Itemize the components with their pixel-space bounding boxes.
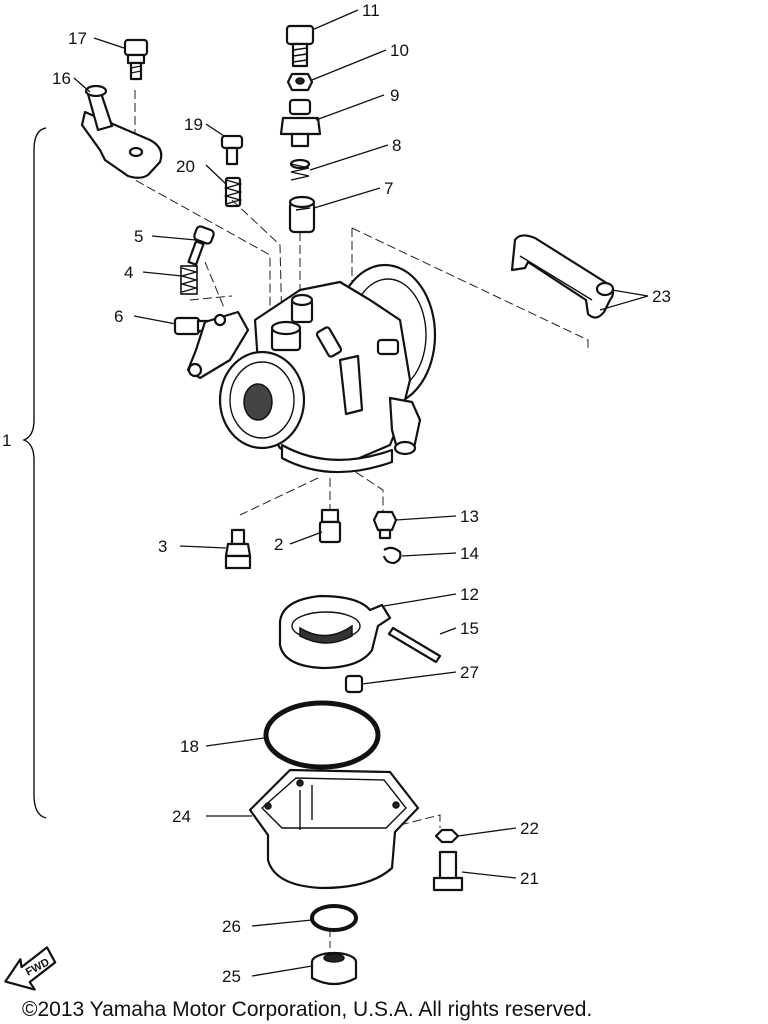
- label-part-14: 14: [460, 544, 479, 563]
- part-2-jet: [318, 508, 342, 544]
- label-part-6: 6: [114, 307, 123, 326]
- label-part-19: 19: [184, 115, 203, 134]
- label-part-26: 26: [222, 917, 241, 936]
- label-part-24: 24: [172, 807, 191, 826]
- carburetor-body: [186, 263, 437, 474]
- part-24-float-bowl: [248, 768, 420, 890]
- part-12-float: [278, 594, 392, 670]
- leader-lines: [73, 9, 649, 977]
- label-part-23: 23: [652, 287, 671, 306]
- arrow-fwd-icon: FWD: [4, 946, 57, 991]
- label-part-12: 12: [460, 585, 479, 604]
- part-labels: 1 17 16 19 20 5 4 6 11 10 9 8 7 23 3 2 1…: [2, 1, 671, 986]
- label-part-16: 16: [52, 69, 71, 88]
- part-14-clip: [382, 546, 402, 565]
- label-part-9: 9: [390, 86, 399, 105]
- label-part-10: 10: [390, 41, 409, 60]
- label-part-17: 17: [68, 29, 87, 48]
- part-9-adjuster: [279, 98, 322, 148]
- label-part-2: 2: [274, 535, 283, 554]
- part-21-bolt: [432, 850, 464, 892]
- part-11-bolt: [285, 24, 315, 68]
- part-17-screw: [123, 38, 149, 81]
- part-15-pin: [387, 626, 442, 664]
- label-part-27: 27: [460, 663, 479, 682]
- part-13-needle-valve: [372, 510, 398, 540]
- part-26-ring: [310, 904, 358, 932]
- label-part-15: 15: [460, 619, 479, 638]
- part-10-nut: [286, 72, 314, 92]
- label-part-5: 5: [134, 227, 143, 246]
- label-part-11: 11: [362, 1, 380, 20]
- label-part-21: 21: [520, 869, 539, 888]
- part-16-bracket: [80, 84, 163, 179]
- assembly-bracket: [22, 127, 47, 819]
- label-part-20: 20: [176, 157, 195, 176]
- copyright-notice: ©2013 Yamaha Motor Corporation, U.S.A. A…: [22, 998, 593, 1021]
- label-part-13: 13: [460, 507, 479, 526]
- part-25-plug: [310, 951, 358, 986]
- part-20-spring: [223, 176, 243, 208]
- label-part-7: 7: [384, 179, 393, 198]
- label-part-18: 18: [180, 737, 199, 756]
- label-part-3: 3: [158, 537, 167, 556]
- part-23-tube: [510, 234, 615, 319]
- part-18-o-ring: [263, 700, 381, 770]
- part-4-spring: [179, 265, 199, 295]
- label-part-25: 25: [222, 967, 241, 986]
- part-27-fitting: [344, 674, 364, 694]
- label-part-8: 8: [392, 136, 401, 155]
- part-22-washer: [434, 828, 460, 844]
- part-19-screw: [220, 134, 244, 166]
- part-5-screw: [187, 225, 215, 266]
- part-8-spring: [289, 158, 311, 181]
- label-part-22: 22: [520, 819, 539, 838]
- label-part-4: 4: [124, 263, 133, 282]
- part-3-jet: [224, 528, 252, 570]
- part-7-plunger: [288, 195, 316, 234]
- label-part-1: 1: [2, 431, 11, 450]
